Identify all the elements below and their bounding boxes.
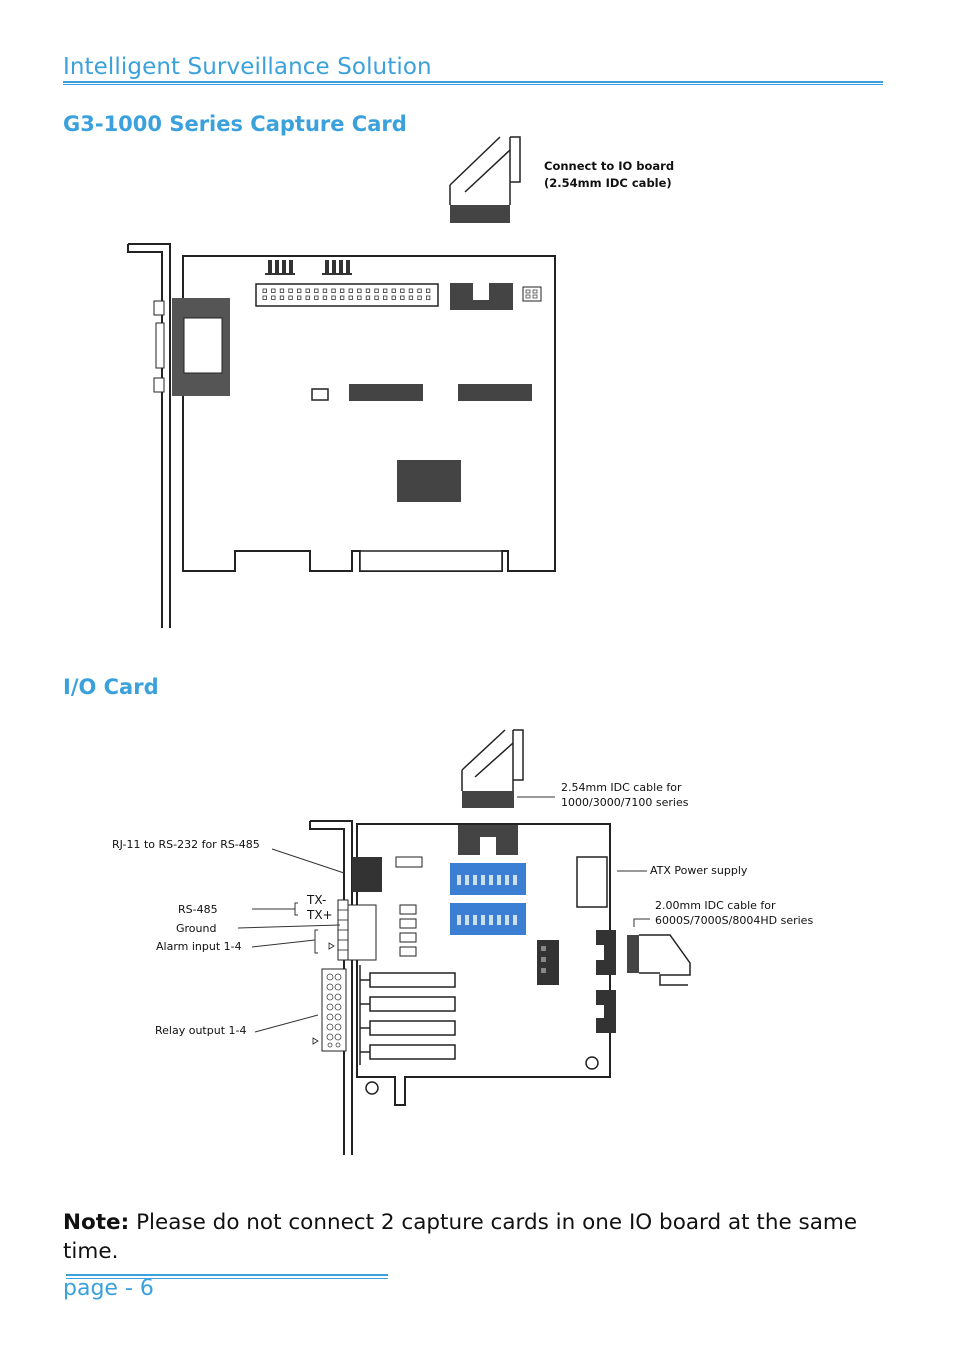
note-label: Note: <box>63 1210 130 1235</box>
label-idc-254-line2: 1000/3000/7100 series <box>561 796 689 809</box>
header-pin <box>374 295 379 300</box>
footer-rule-2 <box>66 1278 388 1279</box>
io-card-title: I/O Card <box>63 675 159 699</box>
capture-callout: Connect to IO board (2.54mm IDC cable) <box>544 158 674 192</box>
header-pin <box>408 295 414 300</box>
header-pin <box>382 295 388 300</box>
header-pin <box>357 288 362 293</box>
header-pin <box>417 288 422 293</box>
header-pin <box>417 295 422 300</box>
header-pin <box>400 288 405 293</box>
header-pin <box>305 295 310 300</box>
note-paragraph: Note: Please do not connect 2 capture ca… <box>63 1208 903 1266</box>
header-pin <box>322 288 328 293</box>
header-pin <box>314 295 319 300</box>
header-pin <box>408 288 414 293</box>
header-pin <box>279 295 285 300</box>
header-pin <box>331 295 336 300</box>
footer-rule <box>66 1274 388 1276</box>
header-pin <box>365 295 371 300</box>
label-ground: Ground <box>176 922 217 935</box>
header-pin <box>374 288 379 293</box>
label-alarm-input: Alarm input 1-4 <box>156 940 242 953</box>
header-title: Intelligent Surveillance Solution <box>63 54 432 80</box>
header-pin <box>331 288 336 293</box>
label-atx: ATX Power supply <box>650 864 748 877</box>
header-pin <box>391 288 396 293</box>
header-pin <box>400 295 405 300</box>
header-pin <box>365 288 371 293</box>
header-pin <box>391 295 396 300</box>
note-text: Please do not connect 2 capture cards in… <box>63 1210 858 1264</box>
header-pin <box>357 295 362 300</box>
header-pin <box>339 295 345 300</box>
header-pin <box>382 288 388 293</box>
io-ribbon-cable-254-illustration <box>461 729 555 808</box>
page-number: page - 6 <box>63 1276 154 1301</box>
header-pin <box>305 288 310 293</box>
header-pin <box>262 288 267 293</box>
label-idc-254: 2.54mm IDC cable for 1000/3000/7100 seri… <box>561 780 688 810</box>
capture-callout-line2: (2.54mm IDC cable) <box>544 176 672 190</box>
header-pin <box>322 295 328 300</box>
header-pin <box>271 295 276 300</box>
header-pin <box>296 295 302 300</box>
capture-ribbon-cable-illustration <box>449 136 521 223</box>
capture-card-title: G3-1000 Series Capture Card <box>63 112 407 136</box>
label-rs485: RS-485 <box>178 903 218 916</box>
header-rule-2 <box>63 84 883 85</box>
header-pin <box>348 288 353 293</box>
label-rj11: RJ-11 to RS-232 for RS-485 <box>112 838 260 851</box>
label-idc-200: 2.00mm IDC cable for 6000S/7000S/8004HD … <box>655 898 813 928</box>
capture-callout-line1: Connect to IO board <box>544 159 675 173</box>
label-tx-minus: TX- <box>307 893 327 907</box>
header-pin <box>271 288 276 293</box>
header-pin <box>425 295 431 300</box>
header-pin <box>296 288 302 293</box>
header-pin <box>339 288 345 293</box>
label-idc-200-line2: 6000S/7000S/8004HD series <box>655 914 814 927</box>
header-pin <box>262 295 267 300</box>
header-pin <box>288 288 293 293</box>
label-idc-254-line1: 2.54mm IDC cable for <box>561 781 682 794</box>
header-pin <box>288 295 293 300</box>
header-pin <box>314 288 319 293</box>
header-pin <box>279 288 285 293</box>
label-idc-200-line1: 2.00mm IDC cable for <box>655 899 776 912</box>
capture-card-illustration <box>127 243 556 628</box>
header-pin <box>348 295 353 300</box>
header-pin <box>425 288 431 293</box>
io-card-illustration <box>237 820 691 1155</box>
label-tx-plus: TX+ <box>307 908 333 922</box>
label-relay-output: Relay output 1-4 <box>155 1024 247 1037</box>
header-rule <box>63 81 883 83</box>
